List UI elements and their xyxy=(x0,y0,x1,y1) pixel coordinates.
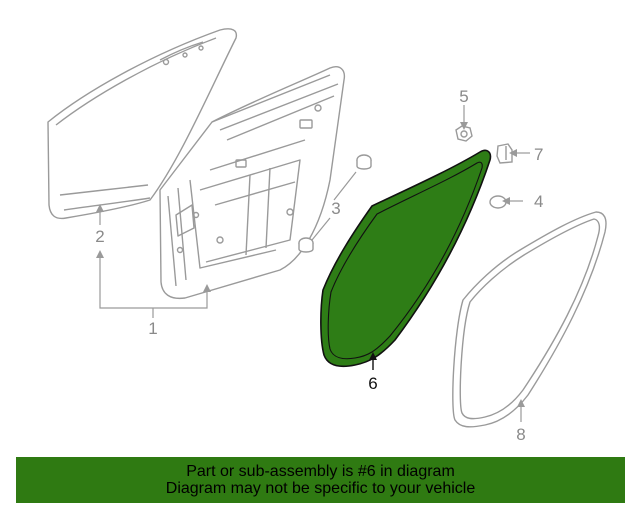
door-weatherstrip-highlighted[interactable] xyxy=(320,149,492,368)
banner-line-2: Diagram may not be specific to your vehi… xyxy=(165,480,476,497)
clip-part[interactable] xyxy=(496,143,513,164)
info-banner: Part or sub-assembly is #6 in diagram Di… xyxy=(16,457,625,503)
body-weatherstrip[interactable] xyxy=(452,211,607,428)
callout-2: 2 xyxy=(95,227,104,246)
callout-5: 5 xyxy=(459,87,468,106)
weatherstrip-6-fill xyxy=(320,149,492,368)
door-parts-diagram: 1 2 3 4 5 6 7 8 xyxy=(47,28,607,444)
banner-line-1: Part or sub-assembly is #6 in diagram xyxy=(186,463,455,480)
leader-line-6 xyxy=(369,352,377,370)
callout-8: 8 xyxy=(516,425,525,444)
callout-6: 6 xyxy=(368,374,377,393)
callout-7: 7 xyxy=(534,145,543,164)
door-inner-frame[interactable] xyxy=(159,66,346,300)
plug-part[interactable] xyxy=(489,195,507,209)
outer-door-panel[interactable] xyxy=(47,28,238,220)
callout-4: 4 xyxy=(534,192,543,211)
leader-arrowheads xyxy=(96,122,525,407)
callout-3: 3 xyxy=(331,199,340,218)
callout-1: 1 xyxy=(148,319,157,338)
door-bumper-part[interactable] xyxy=(298,154,372,253)
weatherstrip-6-inner-edge xyxy=(327,161,483,360)
leader-lines xyxy=(99,105,530,422)
